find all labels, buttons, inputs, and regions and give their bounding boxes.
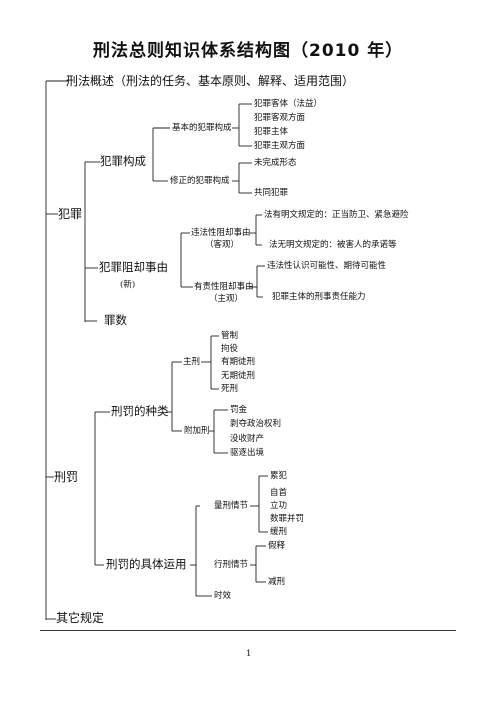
node-justification-note: (新) bbox=[120, 280, 136, 290]
leaf-limitation-period: 时效 bbox=[214, 591, 232, 601]
leaf-fine: 罚金 bbox=[230, 405, 248, 415]
leaf-death-penalty: 死刑 bbox=[221, 384, 239, 394]
leaf-meritorious-service: 立功 bbox=[270, 501, 288, 511]
node-crime: 犯罪 bbox=[58, 207, 83, 221]
leaf-parole: 假释 bbox=[268, 541, 286, 551]
leaf-crime-subject: 犯罪主体 bbox=[254, 127, 289, 137]
node-illegality-exclusion-sub: （客观） bbox=[205, 240, 240, 250]
node-punishment-types: 刑罚的种类 bbox=[111, 404, 169, 418]
node-principal-punishment: 主刑 bbox=[183, 357, 201, 367]
leaf-criminal-detention: 拘役 bbox=[221, 344, 239, 354]
leaf-incomplete-form: 未完成形态 bbox=[254, 158, 297, 168]
node-justification: 犯罪阻却事由 bbox=[99, 260, 168, 274]
node-basic-composition: 基本的犯罪构成 bbox=[172, 123, 232, 133]
leaf-public-surveillance: 管制 bbox=[221, 331, 239, 341]
leaf-deportation: 驱逐出境 bbox=[230, 448, 265, 458]
leaf-voluntary-surrender: 自首 bbox=[270, 488, 288, 498]
leaf-crime-subjective: 犯罪主观方面 bbox=[254, 141, 306, 151]
node-sentencing-circumstances: 量刑情节 bbox=[214, 501, 249, 511]
node-additional-punishment: 附加刑 bbox=[184, 426, 210, 436]
leaf-statutory-justification: 法有明文规定的：正当防卫、紧急避险 bbox=[264, 210, 409, 220]
leaf-crime-objective: 犯罪客观方面 bbox=[254, 113, 306, 123]
node-punishment: 刑罚 bbox=[54, 470, 79, 484]
node-culpability-exclusion: 有责性阻却事由 bbox=[194, 282, 254, 292]
node-other: 其它规定 bbox=[56, 611, 105, 625]
footer-rule bbox=[40, 630, 456, 631]
node-overview: 刑法概述（刑法的任务、基本原则、解释、适用范围） bbox=[66, 74, 355, 88]
node-modified-composition: 修正的犯罪构成 bbox=[170, 176, 230, 186]
leaf-crime-object: 犯罪客体（法益） bbox=[254, 99, 323, 109]
leaf-recidivism: 累犯 bbox=[270, 471, 288, 481]
leaf-confiscation-property: 没收财产 bbox=[230, 434, 265, 444]
node-execution-circumstances: 行刑情节 bbox=[214, 560, 249, 570]
page-title: 刑法总则知识体系结构图（2010 年） bbox=[93, 41, 404, 61]
page-number: 1 bbox=[246, 649, 252, 659]
node-composition: 犯罪构成 bbox=[100, 154, 146, 168]
node-culpability-exclusion-sub: （主观） bbox=[209, 294, 244, 304]
node-illegality-exclusion: 违法性阻却事由 bbox=[191, 228, 251, 238]
leaf-non-statutory-justification: 法无明文规定的：被害人的承诺等 bbox=[269, 240, 397, 250]
leaf-deprivation-political-rights: 剥夺政治权利 bbox=[230, 419, 282, 429]
leaf-joint-crime: 共同犯罪 bbox=[254, 188, 289, 198]
leaf-fixed-term-imprisonment: 有期徒刑 bbox=[221, 357, 256, 367]
leaf-commutation: 减刑 bbox=[268, 577, 286, 587]
leaf-awareness-possibility: 违法性认识可能性、期待可能性 bbox=[267, 261, 387, 271]
leaf-probation: 缓刑 bbox=[270, 527, 288, 537]
leaf-concurrent-sentences: 数罪并罚 bbox=[270, 514, 305, 524]
node-crime-counts: 罪数 bbox=[104, 313, 127, 327]
leaf-life-imprisonment: 无期徒刑 bbox=[221, 371, 256, 381]
leaf-criminal-capacity: 犯罪主体的刑事责任能力 bbox=[272, 292, 366, 302]
node-punishment-application: 刑罚的具体运用 bbox=[106, 557, 187, 571]
